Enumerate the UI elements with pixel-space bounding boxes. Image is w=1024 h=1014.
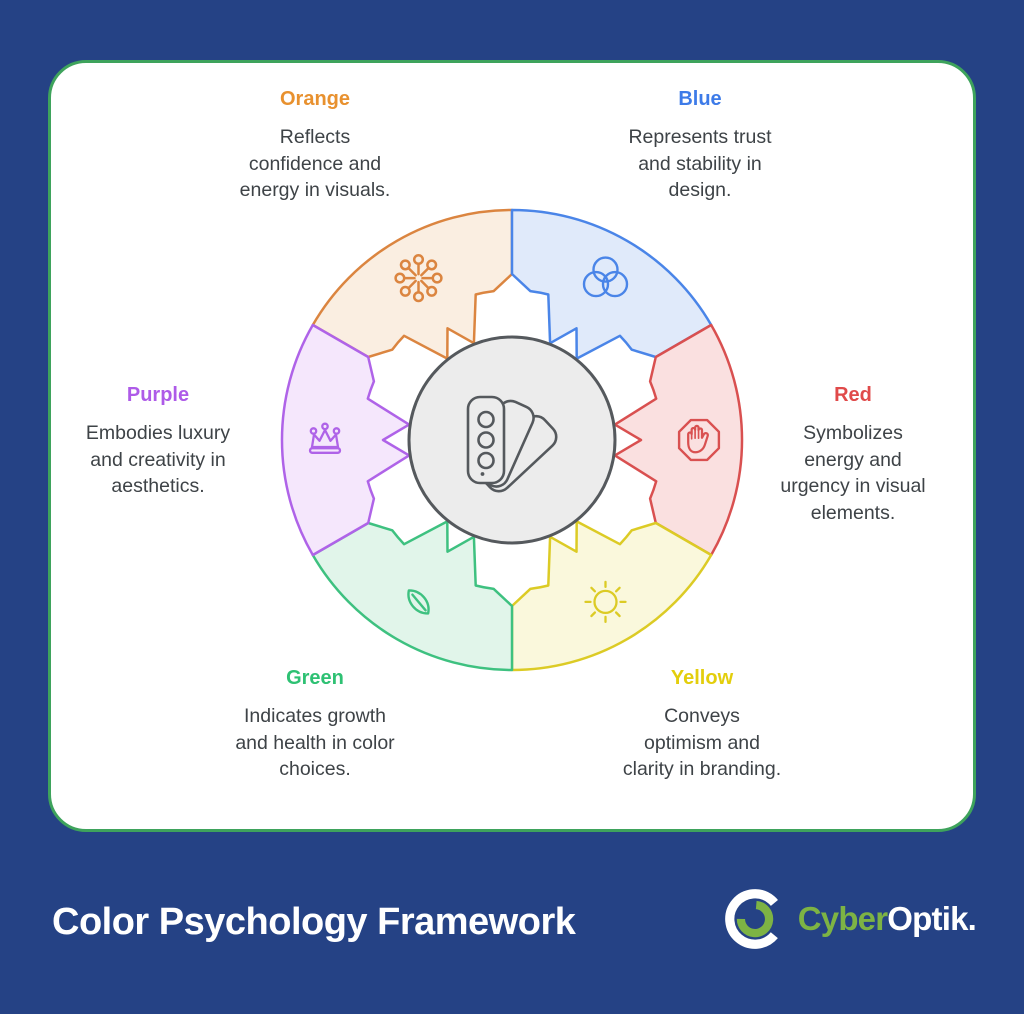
blue-desc-line: Represents trust (628, 126, 772, 148)
red-desc-line: elements. (810, 501, 896, 524)
segment-blue (510, 208, 713, 360)
blue-label: Blue (678, 88, 722, 110)
purple-label: Purple (126, 384, 190, 406)
red-desc-line: urgency in visual (780, 475, 926, 497)
logo-text-optik: Optik. (887, 900, 977, 937)
logo-text-cyber: Cyber (797, 900, 888, 937)
orange-desc-line: Reflects (279, 126, 351, 148)
purple-text-block: Purple Embodies luxury and creativity in… (18, 384, 298, 500)
purple-desc-line: Embodies luxury (85, 422, 231, 444)
yellow-desc-line: Conveys (664, 705, 740, 727)
red-text-block: Red Symbolizes energy and urgency in vis… (713, 384, 993, 526)
green-desc-line: choices. (279, 758, 351, 780)
red-desc-line: Symbolizes (803, 422, 903, 444)
blue-desc-line: design. (668, 179, 732, 201)
yellow-label: Yellow (670, 667, 734, 689)
orange-text-block: Orange Reflects confidence and energy in… (165, 88, 465, 204)
crown-icon (308, 422, 342, 454)
palette-swatches-icon (466, 395, 558, 493)
page-title: Color Psychology Framework (52, 901, 576, 943)
purple-desc-line: and creativity in (90, 448, 226, 471)
yellow-desc-line: optimism and (644, 731, 760, 754)
segment-purple (280, 323, 411, 557)
overlapping-circles-icon (582, 256, 629, 298)
orange-desc-line: confidence and (248, 152, 382, 175)
cyberoptik-logo: CyberOptik. (722, 886, 977, 952)
green-label: Green (286, 667, 344, 689)
red-desc-line: energy and (804, 448, 902, 471)
segment-yellow (510, 520, 713, 672)
red-label: Red (834, 384, 872, 406)
green-desc-line: Indicates growth (244, 705, 386, 727)
sun-icon (584, 580, 627, 624)
yellow-desc-line: clarity in branding. (622, 758, 782, 780)
stop-hand-icon (677, 418, 721, 462)
orange-label: Orange (279, 88, 351, 110)
cyberoptik-logo-mark (724, 889, 785, 949)
color-wheel (280, 208, 744, 672)
yellow-text-block: Yellow Conveys optimism and clarity in b… (552, 667, 852, 783)
green-desc-line: and health in color (235, 731, 395, 754)
leaf-icon (407, 589, 430, 615)
orange-desc-line: energy in visuals. (239, 179, 391, 201)
network-hub-icon (394, 253, 443, 303)
purple-desc-line: aesthetics. (111, 475, 205, 497)
blue-desc-line: and stability in (638, 152, 762, 175)
blue-text-block: Blue Represents trust and stability in d… (550, 88, 850, 204)
green-text-block: Green Indicates growth and health in col… (165, 667, 465, 783)
cyberoptik-wordmark: CyberOptik. (797, 900, 977, 938)
